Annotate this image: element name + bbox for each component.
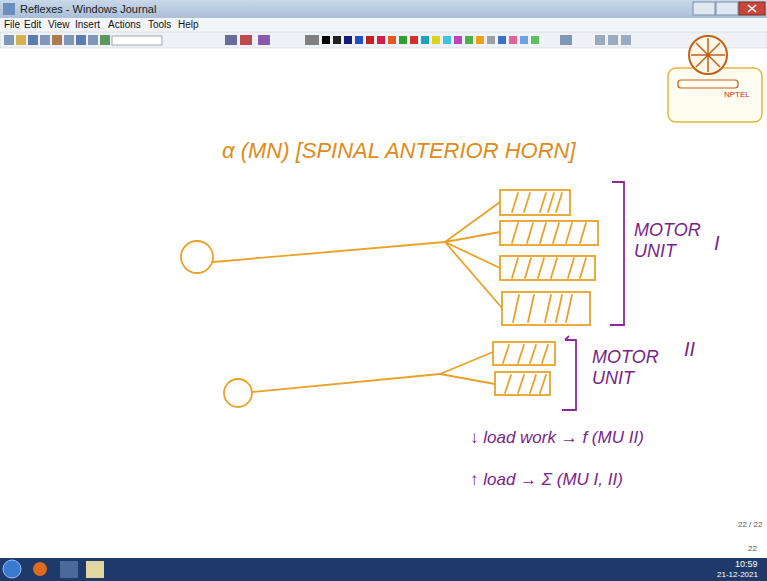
menu-item: Tools [148, 19, 171, 31]
clock-time: 10:59 [735, 559, 758, 569]
axon-branches [440, 352, 495, 384]
menu-item: View [48, 19, 70, 31]
motor-unit-label: MOTOR UNIT [592, 347, 662, 388]
page-counter: 22 / 22 [738, 520, 762, 529]
close-glyph [748, 5, 756, 12]
axon-branches [445, 202, 502, 308]
menu-bar [0, 18, 767, 32]
title-bar [0, 0, 767, 18]
toolbar-icons [4, 35, 631, 45]
menu-item: File [4, 19, 20, 31]
muscle-fiber [500, 256, 595, 280]
start-button [3, 560, 21, 578]
muscle-fiber [495, 372, 550, 395]
logo-text: NPTEL [724, 90, 750, 99]
close-button [739, 2, 765, 15]
taskbar-icon [33, 562, 47, 576]
menu-item: Actions [108, 19, 141, 31]
motor-neuron-body [181, 241, 213, 273]
bracket [562, 336, 576, 410]
toolbar [0, 32, 767, 48]
unit-numeral: I [714, 232, 720, 255]
muscle-fiber [502, 292, 590, 325]
muscle-fiber [493, 342, 555, 365]
muscle-fiber [500, 221, 598, 245]
menu-item: Insert [75, 19, 100, 31]
clock-date: 21-12-2021 [717, 570, 758, 579]
taskbar-icon [86, 561, 104, 578]
maximize-button [716, 2, 738, 15]
muscle-fiber [500, 190, 570, 215]
menu-item: Help [178, 19, 199, 31]
motor-unit-label: MOTOR UNIT [634, 220, 704, 261]
nptel-logo [668, 36, 762, 122]
axon [213, 242, 445, 262]
motor-unit-two-drawing [224, 342, 555, 407]
motor-neuron-body [224, 379, 252, 407]
motor-unit-one-drawing [181, 190, 598, 325]
heading-note: α (MN) [SPINAL ANTERIOR HORN] [222, 138, 576, 163]
window-title: Reflexes - Windows Journal [20, 3, 156, 16]
page-number: 22 [748, 544, 757, 553]
taskbar-icon [60, 561, 78, 578]
menu-item: Edit [24, 19, 41, 31]
minimize-button [693, 2, 715, 15]
taskbar [0, 558, 767, 581]
app-icon [3, 3, 15, 15]
note-line: ↓ load work → f (MU II) [470, 428, 644, 448]
unit-numeral: II [684, 338, 695, 361]
bracket [610, 182, 624, 325]
note-line: ↑ load → Σ (MU I, II) [470, 470, 623, 490]
axon [252, 374, 440, 392]
